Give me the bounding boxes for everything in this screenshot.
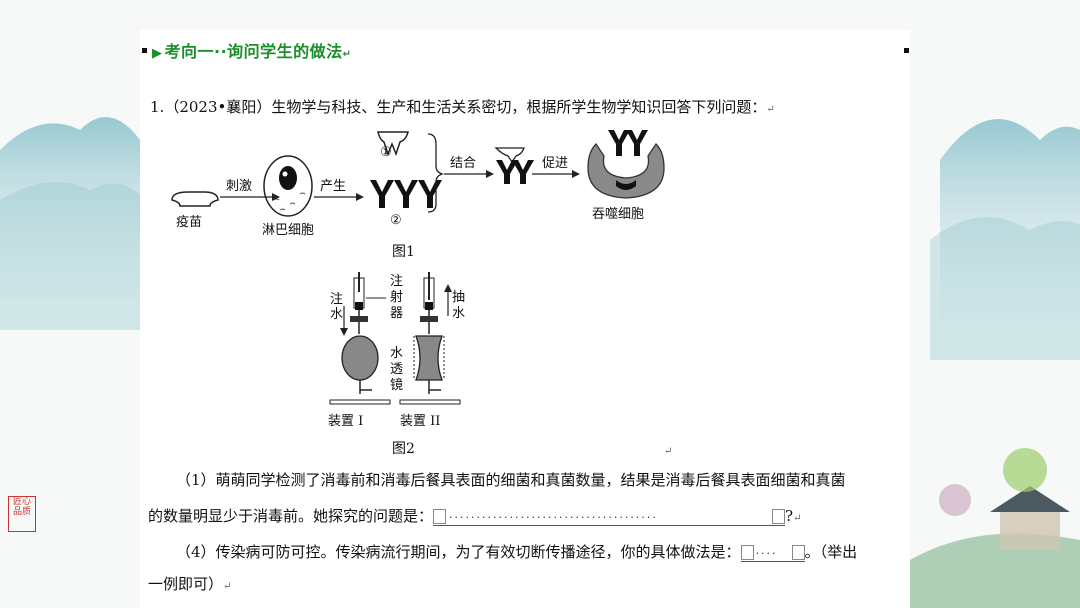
label-water-lens: 水透镜 bbox=[390, 346, 404, 393]
figure1-caption: 图1 bbox=[392, 244, 415, 260]
antibody-icons bbox=[370, 180, 442, 208]
label-inject-water: 注水 bbox=[330, 292, 344, 322]
question-stem: 1.（2023•襄阳）生物学与科技、生产和生活关系密切，根据所学生物学知识回答下… bbox=[150, 98, 775, 116]
para1-line2: 的数量明显少于消毒前。她探究的问题是：·····················… bbox=[148, 507, 802, 526]
label-device-2: 装置 II bbox=[400, 414, 441, 429]
label-phagocyte: 吞噬细胞 bbox=[592, 207, 645, 222]
label-stimulate: 刺激 bbox=[226, 179, 253, 194]
label-lymph-cell: 淋巴细胞 bbox=[262, 223, 315, 238]
figure1-diagram bbox=[171, 130, 665, 217]
label-device-1: 装置 I bbox=[328, 414, 364, 429]
label-produce: 产生 bbox=[320, 179, 347, 194]
figure2-caption: 图2 bbox=[392, 441, 415, 457]
label-syringe: 注射器 bbox=[390, 274, 404, 321]
mark-1: ① bbox=[380, 145, 392, 160]
para4-line2: 一例即可）↵ bbox=[148, 575, 232, 593]
answer-blank-1[interactable]: ······································ bbox=[433, 509, 786, 526]
triangle-icon: ▶ bbox=[152, 46, 163, 61]
para4-line1: （4）传染病可防可控。传染病流行期间，为了有效切断传播途径，你的具体做法是：··… bbox=[176, 543, 858, 562]
mark-2: ② bbox=[390, 213, 402, 228]
label-bind: 结合 bbox=[450, 156, 477, 171]
answer-blank-2[interactable]: ···· bbox=[740, 545, 805, 562]
label-promote: 促进 bbox=[542, 156, 569, 171]
label-vaccine: 疫苗 bbox=[176, 215, 203, 230]
figure2-diagram bbox=[329, 272, 461, 405]
phagocyte-shape bbox=[587, 142, 665, 199]
corner-marker bbox=[904, 48, 909, 53]
vaccine-shape bbox=[171, 191, 219, 207]
label-draw-water: 抽水 bbox=[452, 290, 466, 321]
corner-marker bbox=[142, 48, 147, 53]
section-heading: ▶考向一··询问学生的做法↵ bbox=[152, 42, 352, 61]
antigen-shape bbox=[377, 131, 409, 157]
lymph-cell-shape bbox=[263, 155, 313, 217]
para1-line1: （1）萌萌同学检测了消毒前和消毒后餐具表面的细菌和真菌数量，结果是消毒后餐具表面… bbox=[176, 471, 846, 489]
seal-stamp: 匠心品质 bbox=[8, 496, 36, 532]
